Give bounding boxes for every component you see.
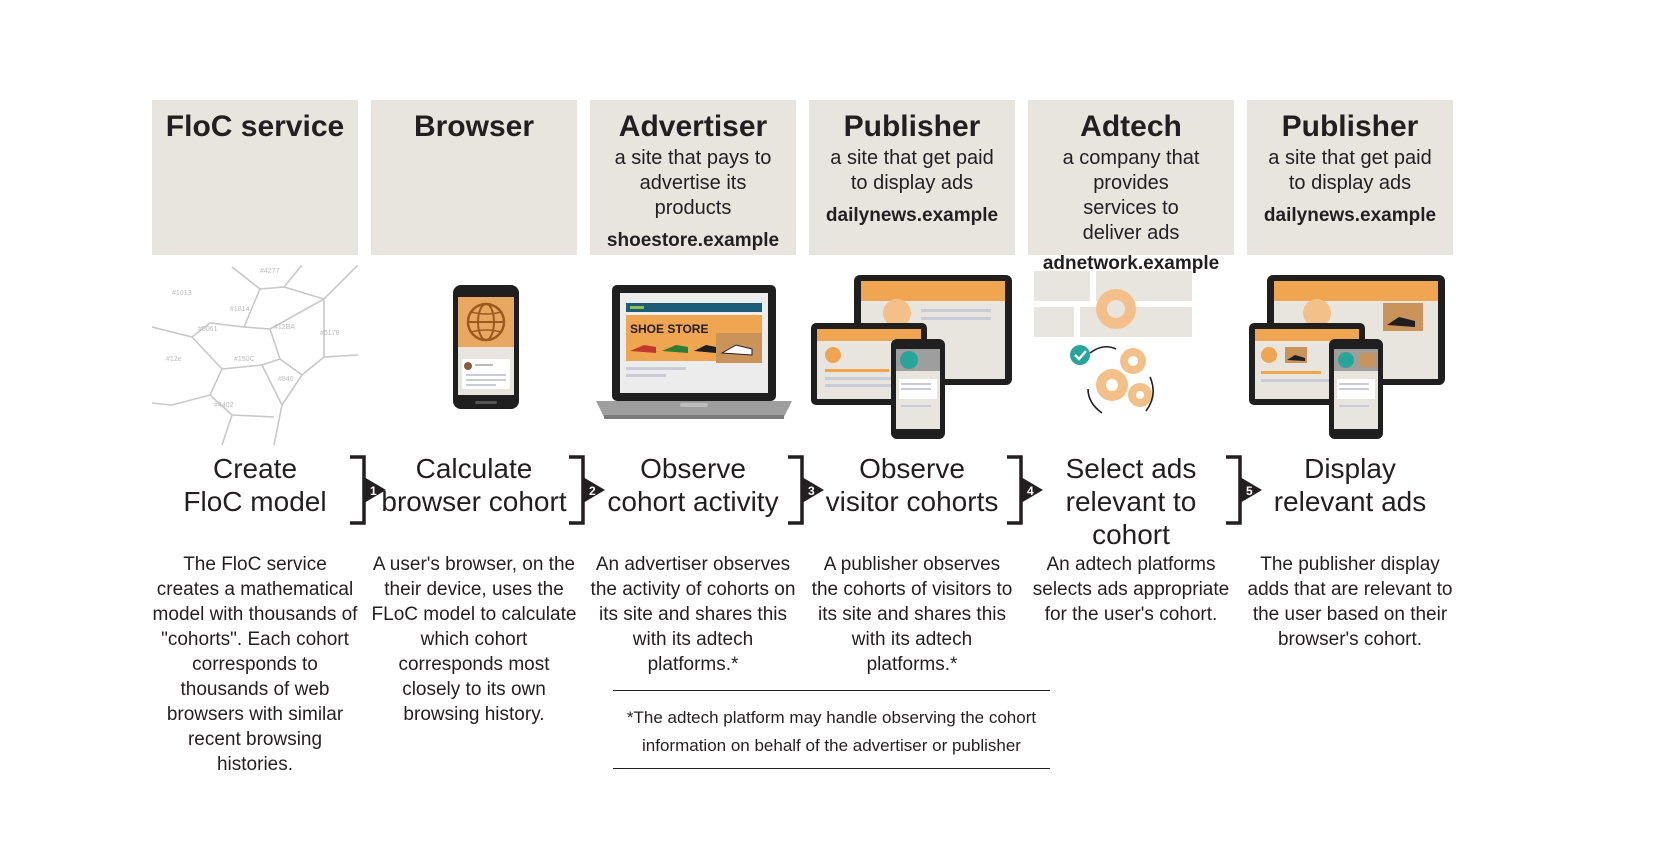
column-title: Browser [413, 110, 535, 143]
footnote-rule-bottom [613, 768, 1050, 769]
header-publisher-2: Publisher a site that get paid to displa… [1247, 100, 1453, 255]
step-number: 4 [1027, 484, 1034, 498]
cohort-label: #150C [234, 356, 255, 363]
smartphone-globe-icon [371, 265, 577, 445]
step-number: 1 [370, 484, 377, 498]
step-arrow-1: 1 [348, 455, 390, 525]
shoe-store-banner: SHOE STORE [630, 322, 708, 336]
cohort-label: #5178 [320, 330, 340, 337]
description-advertiser: An advertiser observes the activity of c… [590, 554, 796, 675]
step-number: 2 [589, 484, 596, 498]
column-subtitle: a site that pays to advertise its produc… [614, 147, 772, 219]
devices-ads-icon [1247, 265, 1453, 445]
column-title: Publisher [1281, 110, 1419, 143]
cohort-label: #5061 [198, 326, 218, 333]
step-number: 3 [808, 484, 815, 498]
step-arrow-2: 2 [567, 455, 609, 525]
step-arrow-5: 5 [1224, 455, 1266, 525]
footnote: *The adtech platform may handle observin… [626, 708, 1037, 755]
footnote-rule-top [613, 690, 1050, 691]
column-domain: shoestore.example [606, 230, 780, 251]
description-adtech: An adtech platforms selects ads appropri… [1032, 554, 1230, 625]
header-browser: Browser [371, 100, 577, 255]
column-domain: adnetwork.example [1042, 253, 1220, 274]
column-subtitle: a site that get paid to display ads [1268, 147, 1432, 194]
cohort-label: #840 [278, 376, 294, 383]
devices-publisher-icon [809, 265, 1015, 445]
cohort-label: #1814 [230, 306, 250, 313]
cohort-label: #12BA [274, 324, 295, 331]
gears-check-icon [1028, 265, 1234, 445]
column-subtitle: a company that provides services to deli… [1062, 147, 1200, 244]
cohort-label: #12e [166, 356, 182, 363]
header-floc-service: FloC service [152, 100, 358, 255]
cohort-map-icon: #1013 #4277 #1814 #5061 #12BA #12e #5178… [152, 265, 358, 445]
column-title: Publisher [843, 110, 981, 143]
step-arrow-3: 3 [786, 455, 828, 525]
column-title: Adtech [1080, 110, 1182, 143]
cohort-label: #4277 [260, 268, 280, 275]
cohort-label: #1013 [172, 290, 192, 297]
description-browser: A user's browser, on the their device, u… [371, 554, 577, 725]
header-adtech: Adtech a company that provides services … [1028, 100, 1234, 274]
step-arrow-4: 4 [1005, 455, 1047, 525]
description-floc-service: The FloC service creates a mathematical … [152, 554, 358, 775]
column-domain: dailynews.example [1263, 205, 1437, 226]
column-domain: dailynews.example [825, 205, 999, 226]
column-title: Advertiser [618, 110, 768, 143]
description-publisher-2: The publisher display adds that are rele… [1247, 554, 1453, 650]
step-number: 5 [1246, 484, 1253, 498]
column-subtitle: a site that get paid to display ads [830, 147, 994, 194]
description-publisher: A publisher observes the cohorts of visi… [811, 554, 1013, 675]
laptop-shoe-store-icon: SHOE STORE [590, 265, 796, 445]
header-publisher: Publisher a site that get paid to displa… [809, 100, 1015, 255]
header-advertiser: Advertiser a site that pays to advertise… [590, 100, 796, 255]
column-title: FloC service [165, 110, 345, 143]
cohort-label: #4402 [214, 402, 234, 409]
